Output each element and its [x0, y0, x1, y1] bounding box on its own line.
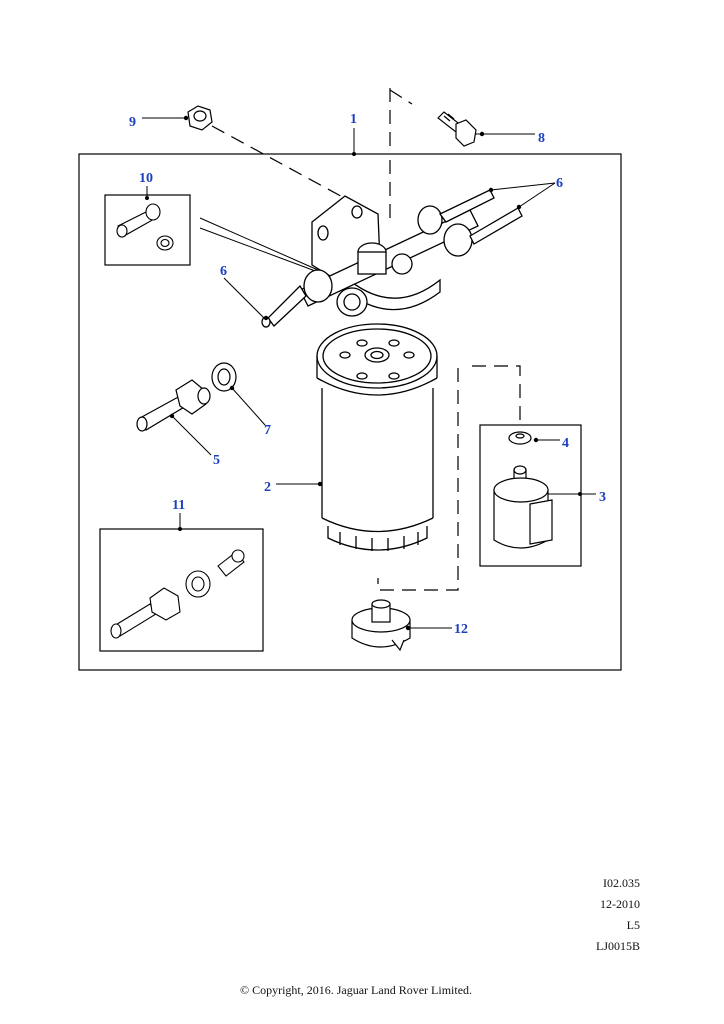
nut-9	[187, 105, 213, 131]
illustration-ref: I02.035	[603, 876, 640, 890]
leader-lines	[142, 117, 596, 629]
filter-canister	[316, 323, 438, 551]
drain-12	[351, 599, 411, 652]
filter-head	[261, 189, 523, 328]
illustration-level: L5	[626, 918, 640, 932]
callout-6-left: 6	[220, 264, 227, 279]
washer-7	[211, 362, 237, 392]
callout-8: 8	[538, 131, 545, 146]
callout-3: 3	[599, 490, 606, 505]
callout-10: 10	[139, 171, 153, 186]
sensor-3	[493, 465, 553, 549]
callout-9: 9	[129, 115, 136, 130]
illustration-date: 12-2010	[600, 897, 640, 911]
callout-12: 12	[454, 622, 468, 637]
assembly-dash-lines	[211, 88, 521, 591]
leader-dots	[145, 115, 582, 631]
callout-4: 4	[562, 436, 569, 451]
callout-2: 2	[264, 480, 271, 495]
kit-11-parts	[110, 549, 245, 639]
copyright-notice: © Copyright, 2016. Jaguar Land Rover Lim…	[239, 983, 473, 997]
illustration-code: LJ0015B	[595, 939, 640, 953]
callout-11: 11	[172, 498, 186, 513]
assembly-frame	[78, 153, 622, 671]
washer-4	[508, 431, 532, 445]
bolt-8	[437, 111, 477, 147]
callout-7: 7	[264, 423, 271, 438]
callout-6-right: 6	[556, 176, 563, 191]
fitting-5	[136, 379, 211, 432]
kit-10-parts	[116, 203, 174, 251]
callout-5: 5	[213, 453, 220, 468]
callout-1: 1	[350, 112, 357, 127]
